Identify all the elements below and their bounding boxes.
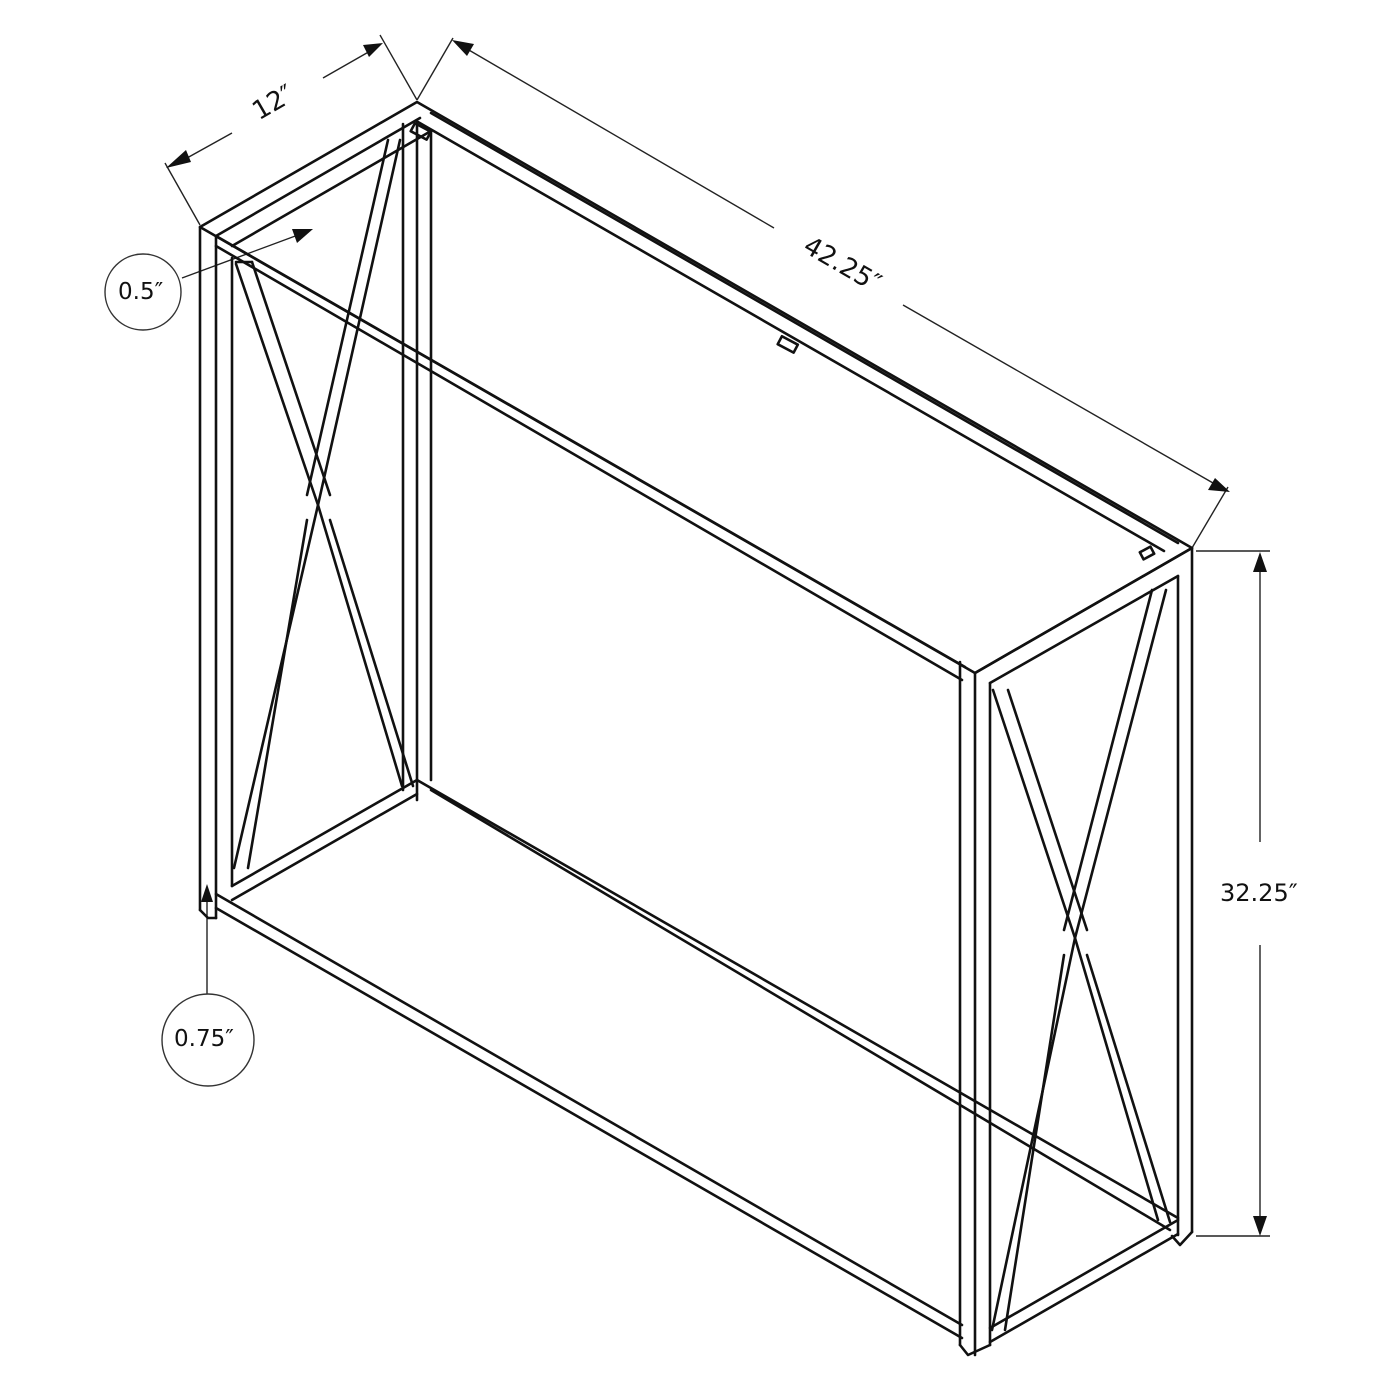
foot-height-label: 0.75″: [174, 1026, 234, 1052]
top-thickness-label: 0.5″: [118, 279, 164, 305]
height-dimension: [1196, 550, 1270, 1237]
width-dimension: [416, 37, 1230, 549]
glass-clip-back-right: [1138, 545, 1156, 561]
callout-top-thickness: [104, 229, 313, 331]
table-frame: [198, 100, 1194, 1357]
callout-foot-height: [161, 884, 255, 1087]
depth-dimension: [164, 34, 418, 226]
height-label: 32.25″: [1220, 879, 1298, 907]
glass-clip-back-center: [776, 334, 800, 354]
glass-clip-back-left: [409, 121, 433, 141]
